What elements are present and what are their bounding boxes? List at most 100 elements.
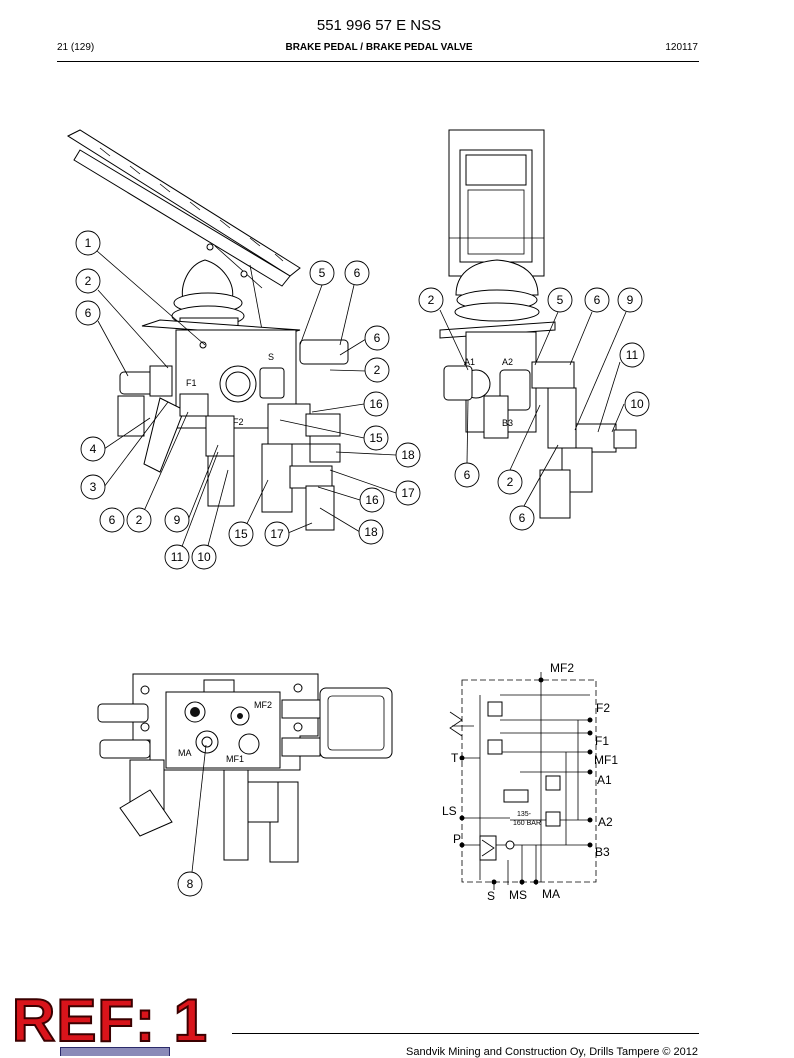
callout: 5	[309, 260, 335, 286]
port-b3: B3	[595, 845, 610, 859]
svg-text:6: 6	[594, 293, 601, 307]
svg-text:10: 10	[630, 397, 644, 411]
svg-text:15: 15	[234, 527, 248, 541]
svg-text:16: 16	[369, 397, 383, 411]
logo-strip	[60, 1047, 170, 1056]
svg-text:9: 9	[174, 513, 181, 527]
port-marking-s: S	[268, 352, 274, 362]
port-f1: F1	[595, 734, 609, 748]
svg-text:8: 8	[187, 877, 194, 891]
svg-text:18: 18	[364, 525, 378, 539]
svg-text:2: 2	[374, 363, 381, 377]
leader-lines	[96, 250, 397, 558]
svg-text:4: 4	[90, 442, 97, 456]
pressure-setting: 160 BAR	[513, 820, 541, 827]
svg-text:9: 9	[627, 293, 634, 307]
svg-text:5: 5	[319, 266, 326, 280]
svg-text:2: 2	[428, 293, 435, 307]
svg-text:6: 6	[374, 331, 381, 345]
svg-text:16: 16	[365, 493, 379, 507]
callout: 2	[364, 357, 390, 383]
port-a1: A1	[597, 773, 612, 787]
callout: 6	[364, 325, 390, 351]
date-code: 120117	[665, 42, 698, 53]
callout: 9	[617, 287, 643, 313]
callouts-right: 2 5 6 9 11 10 6 2 6	[418, 287, 650, 531]
callout: 11	[164, 544, 190, 570]
callout: 10	[191, 544, 217, 570]
callout: 17	[395, 480, 421, 506]
callout: 16	[359, 487, 385, 513]
callout: 6	[344, 260, 370, 286]
port-marking-f1: F1	[186, 378, 197, 388]
callout: 6	[509, 505, 535, 531]
port-marking-f2: F2	[233, 417, 244, 427]
svg-text:6: 6	[464, 468, 471, 482]
svg-text:11: 11	[171, 550, 184, 564]
svg-text:1: 1	[85, 236, 92, 250]
svg-text:3: 3	[90, 480, 97, 494]
port-mf1: MF1	[594, 753, 618, 767]
document-number: 551 996 57 E NSS	[316, 17, 442, 34]
footer-rule	[232, 1033, 699, 1034]
callout: 2	[497, 469, 523, 495]
port-marking-mf1: MF1	[226, 754, 244, 764]
callout: 16	[363, 391, 389, 417]
svg-text:18: 18	[401, 448, 415, 462]
brake-pedal-valve-top-view: MF2 MA MF1	[97, 673, 393, 863]
page-number: 21 (129)	[57, 42, 95, 53]
rubber-boot	[171, 259, 245, 329]
svg-text:5: 5	[557, 293, 564, 307]
callout: 18	[395, 442, 421, 468]
port-s: S	[487, 889, 495, 903]
port-f2: F2	[596, 701, 610, 715]
callout: 18	[358, 519, 384, 545]
port-a2: A2	[598, 815, 613, 829]
port-ms: MS	[509, 888, 527, 902]
port-marking-a1: A1	[464, 357, 475, 367]
svg-text:2: 2	[85, 274, 92, 288]
callout: 6	[584, 287, 610, 313]
svg-text:17: 17	[270, 527, 284, 541]
callout: 5	[547, 287, 573, 313]
page-title: BRAKE PEDAL / BRAKE PEDAL VALVE	[285, 42, 473, 53]
callout: 9	[164, 507, 190, 533]
port-marking-b3: B3	[502, 418, 513, 428]
callout: 2	[418, 287, 444, 313]
port-t: T	[451, 751, 459, 765]
port-marking-ma: MA	[178, 748, 192, 758]
port-ls: LS	[442, 804, 457, 818]
callout: 6	[454, 462, 480, 488]
svg-text:17: 17	[401, 486, 415, 500]
ref-stamp: REF: 1	[11, 986, 209, 1055]
callout: 17	[264, 521, 290, 547]
leader-lines-right	[439, 309, 627, 507]
svg-text:2: 2	[507, 475, 514, 489]
callout: 6	[75, 300, 101, 326]
callout: 8	[177, 871, 203, 897]
port-marking-a2: A2	[502, 357, 513, 367]
svg-text:6: 6	[354, 266, 361, 280]
callouts-left: 1 2 6 5 6 6 2 16 15 18 17 16 18 4 3 6 2 …	[75, 230, 421, 570]
callout: 4	[80, 436, 106, 462]
port-marking-mf2: MF2	[254, 700, 272, 710]
copyright: Sandvik Mining and Construction Oy, Dril…	[406, 1046, 698, 1058]
callout: 2	[126, 507, 152, 533]
hydraulic-schematic: 135- 160 BAR MF2 F2 F1 MF1 T A1 LS A2 P …	[442, 661, 618, 903]
pedal-plate	[66, 129, 301, 331]
port-mf2: MF2	[550, 661, 574, 675]
callout: 15	[363, 425, 389, 451]
header-rule	[57, 61, 699, 62]
callout: 11	[619, 342, 645, 368]
pressure-setting: 135-	[517, 811, 532, 818]
brake-pedal-valve-front-right: A1 A2 B3	[439, 129, 637, 519]
svg-text:6: 6	[519, 511, 526, 525]
port-p: P	[453, 832, 461, 846]
callout: 6	[99, 507, 125, 533]
callout: 10	[624, 391, 650, 417]
fittings	[117, 339, 349, 531]
svg-text:2: 2	[136, 513, 143, 527]
callout: 3	[80, 474, 106, 500]
svg-text:6: 6	[85, 306, 92, 320]
